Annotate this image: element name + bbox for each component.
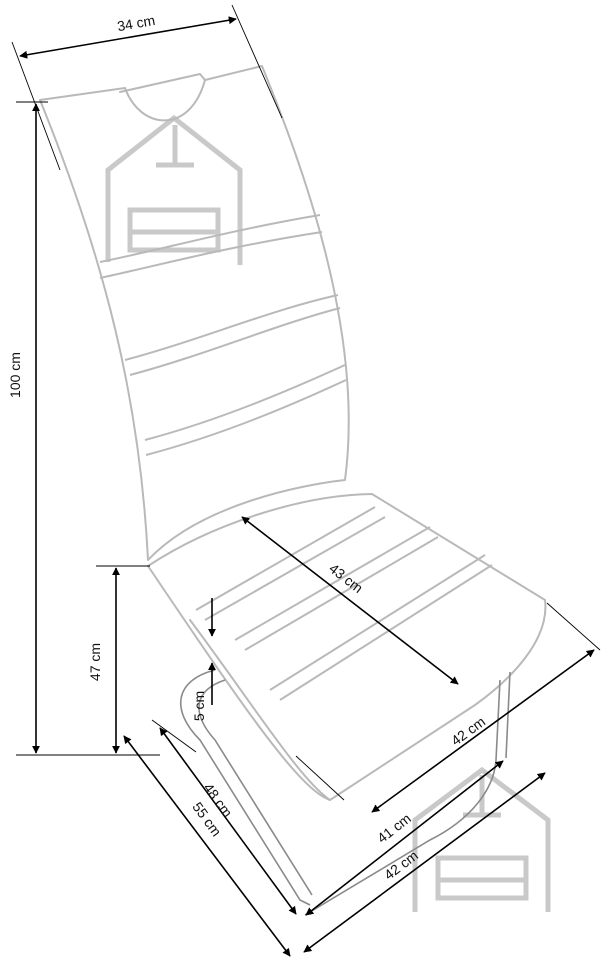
backrest-seam-1 — [99, 214, 321, 263]
dim-backrest-width-line — [19, 16, 237, 59]
backrest-handle — [119, 73, 206, 93]
dimension-labels: 34 cm 100 cm 47 cm 5 cm 43 cm 42 cm 48 c… — [7, 12, 488, 883]
backrest-seam-2 — [99, 231, 323, 279]
backrest-seam-4 — [129, 307, 341, 376]
label-seat-height: 47 cm — [87, 643, 103, 681]
label-total-height: 100 cm — [7, 352, 23, 398]
dim-seat-depth-line — [241, 516, 459, 685]
backrest-seam-6 — [145, 379, 347, 456]
watermark-logo-top — [105, 114, 243, 265]
chair-backrest — [39, 65, 350, 561]
dim-total-width-line — [303, 772, 546, 953]
watermark-logo-bottom — [412, 766, 551, 912]
backrest-seam-3 — [124, 294, 339, 361]
seat-front-edge — [189, 619, 331, 801]
label-seat-thickness: 5 cm — [191, 691, 207, 721]
dimension-lines — [11, 4, 601, 957]
seat-seam-6 — [279, 564, 493, 701]
dim-base-width-line — [305, 760, 504, 916]
dim-base-depth-line — [159, 727, 297, 915]
chair-frame-right-inner — [505, 671, 511, 759]
label-base-width: 41 cm — [374, 810, 414, 846]
backrest-seam-5 — [144, 364, 346, 441]
label-backrest-width: 34 cm — [116, 12, 156, 34]
dim-total-depth-line — [123, 735, 291, 957]
seat-seam-1 — [195, 506, 376, 611]
